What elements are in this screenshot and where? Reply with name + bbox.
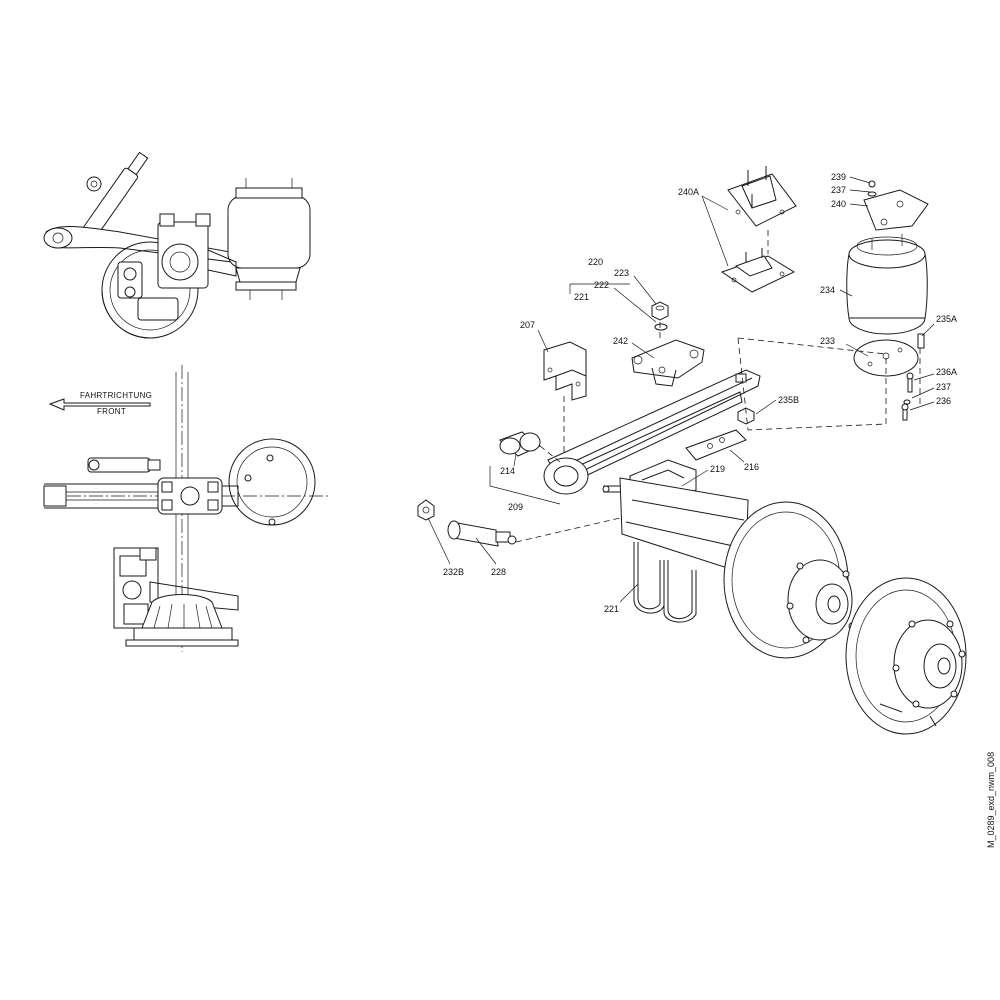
part-label-235B: 235B — [778, 395, 799, 405]
part-label-239: 239 — [831, 172, 846, 182]
part-label-222: 222 — [594, 280, 609, 290]
part-223-nut — [651, 301, 669, 331]
direction-label-de: FAHRTRICHTUNG — [80, 391, 152, 400]
part-label-209: 209 — [508, 502, 523, 512]
part-label-236A: 236A — [936, 367, 957, 377]
part-label-221-lower: 221 — [604, 604, 619, 614]
part-207-hanger — [543, 341, 587, 401]
part-label-219: 219 — [710, 464, 725, 474]
part-232B-nut — [417, 499, 435, 521]
assembly-guide-lines — [515, 230, 921, 543]
part-label-232B: 232B — [443, 567, 464, 577]
direction-indicator: FAHRTRICHTUNG FRONT — [48, 391, 152, 416]
part-label-221-upper: 221 — [574, 292, 589, 302]
drawing-reference: M_0289_exd_nwm_008 — [986, 752, 996, 848]
part-label-236: 236 — [936, 396, 951, 406]
part-label-240A: 240A — [678, 187, 699, 197]
leader-lines — [427, 176, 935, 603]
part-214-bushing — [499, 431, 541, 457]
direction-label-en: FRONT — [97, 407, 126, 416]
part-240-top-plate — [863, 180, 929, 231]
part-209-leaf-spring — [543, 369, 761, 495]
part-label-242: 242 — [613, 336, 628, 346]
part-label-240: 240 — [831, 199, 846, 209]
part-label-235A: 235A — [936, 314, 957, 324]
brake-drum — [723, 501, 856, 659]
part-label-223: 223 — [614, 268, 629, 278]
part-216-pad — [685, 429, 747, 461]
part-234-air-bellow — [846, 234, 928, 335]
side-view-assembly — [43, 151, 311, 339]
axle-beam — [619, 477, 749, 575]
top-view-assembly: FAHRTRICHTUNG FRONT — [43, 365, 330, 652]
part-label-220: 220 — [588, 257, 603, 267]
part-label-214: 214 — [500, 466, 515, 476]
small-hardware — [901, 333, 925, 421]
part-221-u-bolts — [633, 542, 697, 623]
part-label-237-upper: 237 — [831, 185, 846, 195]
part-label-237-lower: 237 — [936, 382, 951, 392]
part-label-216: 216 — [744, 462, 759, 472]
part-label-207: 207 — [520, 320, 535, 330]
part-label-234: 234 — [820, 285, 835, 295]
part-labels: 239 237 240 240A 220 223 222 221 207 242… — [443, 172, 957, 614]
part-label-228: 228 — [491, 567, 506, 577]
part-240A-brackets — [720, 166, 797, 293]
brake-disc-hub — [845, 577, 967, 735]
part-label-233: 233 — [820, 336, 835, 346]
part-228-shock-absorber — [447, 520, 517, 547]
part-242-plate — [631, 339, 705, 387]
